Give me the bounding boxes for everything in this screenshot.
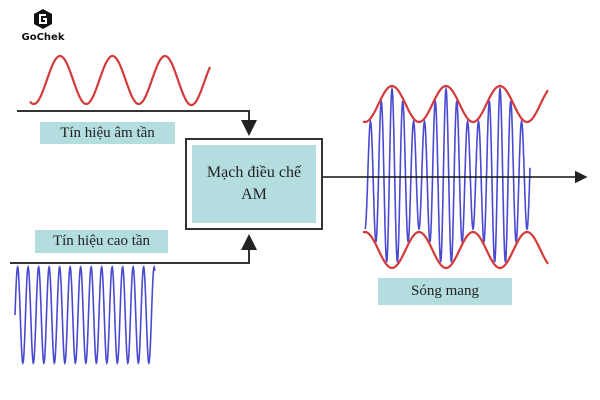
modulator-label-line2: AM xyxy=(241,186,267,203)
am-modulator-block: Mạch điều chế AM xyxy=(185,138,323,230)
lower-envelope xyxy=(362,230,549,270)
carrier-signal-wave xyxy=(14,265,156,365)
carrier-signal-label: Tín hiệu cao tần xyxy=(35,230,168,253)
carrier-input-line xyxy=(10,234,257,264)
gochek-logo: GoChek xyxy=(18,8,68,43)
audio-input-line xyxy=(17,110,257,136)
modulated-wave xyxy=(364,86,531,263)
logo-text: GoChek xyxy=(21,32,65,43)
output-wave-label: Sóng mang xyxy=(378,278,512,305)
upper-envelope xyxy=(362,84,549,124)
audio-signal-wave xyxy=(29,54,212,107)
modulator-label-line1: Mạch điều chế xyxy=(206,164,302,181)
audio-signal-label: Tín hiệu âm tần xyxy=(40,122,175,144)
logo-icon xyxy=(34,9,52,29)
